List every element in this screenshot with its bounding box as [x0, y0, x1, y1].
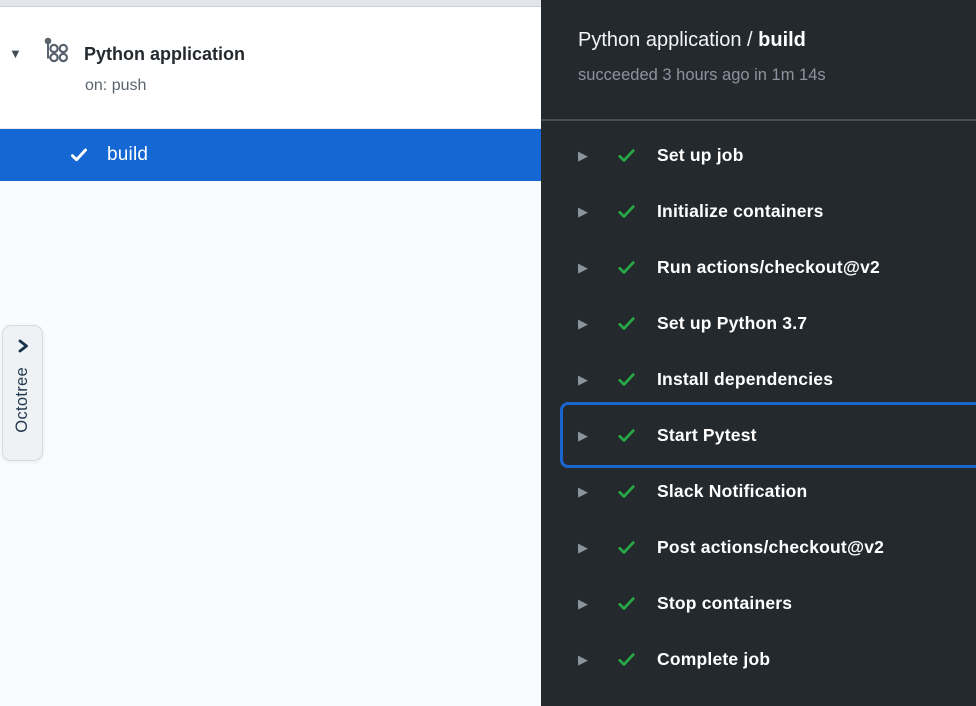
step-row[interactable]: ▶ Start Pytest — [541, 402, 976, 468]
chevron-right-icon — [16, 339, 30, 358]
step-success-check-icon — [617, 314, 636, 333]
step-label: Post actions/checkout@v2 — [657, 536, 885, 557]
step-label: Initialize containers — [657, 200, 824, 221]
step-success-check-icon — [617, 482, 636, 501]
step-expand-caret-icon[interactable]: ▶ — [578, 147, 588, 163]
workflow-name[interactable]: Python application — [84, 44, 246, 64]
step-success-check-icon — [617, 594, 636, 613]
job-name: build — [107, 144, 149, 165]
step-label: Slack Notification — [657, 480, 808, 501]
step-label: Install dependencies — [657, 368, 834, 389]
step-success-check-icon — [617, 650, 636, 669]
job-log-panel: Python application / build succeeded 3 h… — [541, 0, 976, 706]
breadcrumb-workflow: Python application — [578, 29, 748, 51]
step-row[interactable]: ▶ Install dependencies — [541, 351, 976, 407]
workflow-trigger: on: push — [85, 77, 147, 94]
step-label: Stop containers — [657, 592, 793, 613]
step-label: Set up job — [657, 144, 744, 165]
step-expand-caret-icon[interactable]: ▶ — [578, 315, 588, 331]
breadcrumb-job: build — [752, 29, 806, 51]
workflow-sidebar: ▼ Python application on: push build — [0, 0, 541, 461]
job-summary: succeeded 3 hours ago in 1m 14s — [578, 66, 826, 84]
octotree-label: Octotree — [13, 367, 31, 433]
octotree-tab[interactable]: Octotree — [2, 325, 43, 461]
job-success-check-icon — [70, 146, 88, 164]
step-label: Run actions/checkout@v2 — [657, 256, 880, 277]
step-expand-caret-icon[interactable]: ▶ — [578, 259, 588, 275]
step-label: Set up Python 3.7 — [657, 312, 808, 333]
step-expand-caret-icon[interactable]: ▶ — [578, 483, 588, 499]
step-row[interactable]: ▶ Slack Notification — [541, 463, 976, 519]
step-success-check-icon — [617, 202, 636, 221]
step-row[interactable]: ▶ Complete job — [541, 631, 976, 687]
step-expand-caret-icon[interactable]: ▶ — [578, 651, 588, 667]
step-expand-caret-icon[interactable]: ▶ — [578, 539, 588, 555]
steps-list: ▶ Set up job ▶ Initialize containers ▶ R… — [541, 127, 976, 687]
step-expand-caret-icon[interactable]: ▶ — [578, 203, 588, 219]
step-success-check-icon — [617, 538, 636, 557]
step-row[interactable]: ▶ Initialize containers — [541, 183, 976, 239]
step-expand-caret-icon[interactable]: ▶ — [578, 427, 588, 443]
step-expand-caret-icon[interactable]: ▶ — [578, 595, 588, 611]
step-row[interactable]: ▶ Stop containers — [541, 575, 976, 631]
step-success-check-icon — [617, 258, 636, 277]
step-expand-caret-icon[interactable]: ▶ — [578, 371, 588, 387]
job-list-item-build[interactable]: build — [0, 129, 541, 181]
step-label: Complete job — [657, 648, 771, 669]
step-row[interactable]: ▶ Run actions/checkout@v2 — [541, 239, 976, 295]
job-breadcrumb: Python application / build — [578, 28, 956, 52]
job-header: Python application / build succeeded 3 h… — [541, 0, 976, 121]
workflow-item[interactable]: ▼ Python application on: push — [0, 7, 541, 129]
step-row[interactable]: ▶ Set up Python 3.7 — [541, 295, 976, 351]
step-success-check-icon — [617, 370, 636, 389]
sidebar-top-strip — [0, 0, 541, 7]
breadcrumb-separator: / — [747, 29, 753, 51]
step-row[interactable]: ▶ Post actions/checkout@v2 — [541, 519, 976, 575]
workflow-graph-icon — [41, 36, 71, 71]
step-success-check-icon — [617, 426, 636, 445]
collapse-caret-icon[interactable]: ▼ — [9, 46, 22, 61]
step-row[interactable]: ▶ Set up job — [541, 127, 976, 183]
step-label: Start Pytest — [657, 424, 757, 445]
step-success-check-icon — [617, 146, 636, 165]
